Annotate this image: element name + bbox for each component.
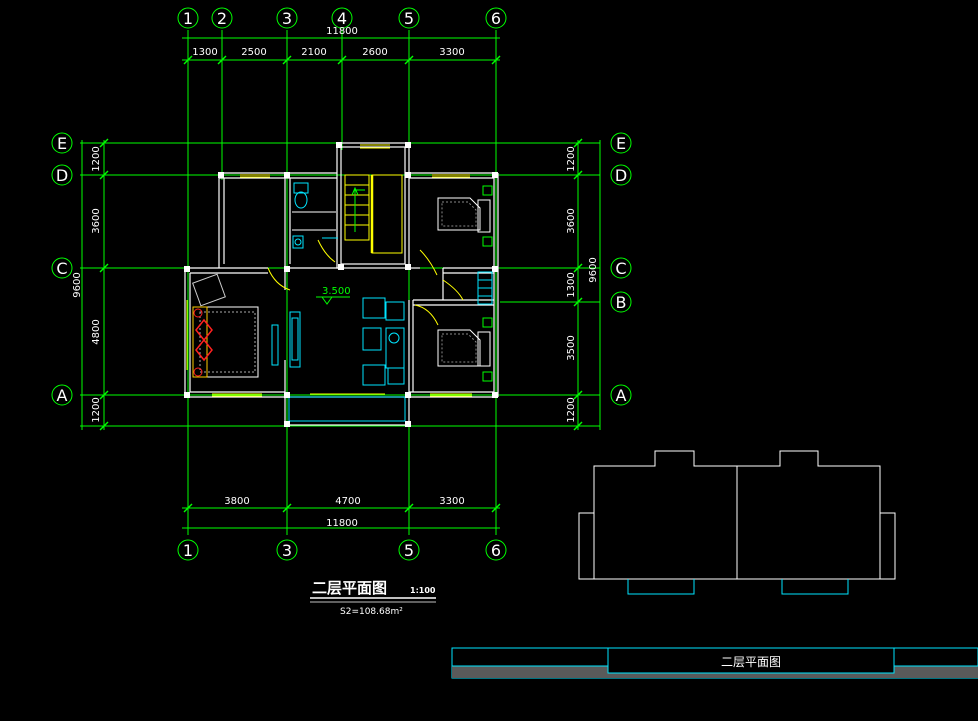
dimensions-right: 9600 1200 3600 1300 3500 1200 (566, 146, 599, 422)
axis-label: D (56, 166, 68, 185)
dim-segment: 1200 (91, 397, 102, 422)
axis-label: C (615, 259, 626, 278)
titlebar-label: 二层平面图 (721, 655, 781, 669)
dim-segment: 1200 (91, 146, 102, 171)
titlebar: 二层平面图 (451, 647, 978, 679)
master-bedroom-furniture (192, 273, 279, 378)
dimensions-left: 9600 1200 3600 4800 1200 (72, 146, 102, 422)
axis-bubbles-bottom (177, 539, 507, 561)
living-room-furniture: 3.500 (289, 286, 405, 386)
axis-label: 4 (337, 9, 347, 28)
axis-label: D (615, 166, 627, 185)
axis-bubbles-right (610, 132, 632, 406)
plan-scale: 1:100 (410, 586, 436, 595)
dim-total-right: 9600 (588, 257, 599, 282)
axis-label: 1 (183, 9, 193, 28)
dim-segment: 1300 (192, 47, 217, 58)
axis-label: 3 (282, 541, 292, 560)
axis-label: 2 (217, 9, 227, 28)
dim-segment: 3300 (439, 496, 464, 507)
axis-label: 6 (491, 9, 501, 28)
axis-bubbles-top (177, 7, 507, 29)
dim-segment: 2600 (362, 47, 387, 58)
dim-total-bottom: 11800 (326, 518, 358, 529)
dim-segment: 1200 (566, 146, 577, 171)
plan-title-block: 二层平面图 1:100 S2=108.68m² (310, 579, 436, 617)
dim-segment: 3800 (224, 496, 249, 507)
axis-label: C (56, 259, 67, 278)
axis-label: B (616, 293, 627, 312)
site-outline (578, 450, 896, 595)
axis-label: A (57, 386, 68, 405)
dim-segment: 2100 (301, 47, 326, 58)
dim-segment: 1200 (566, 397, 577, 422)
dim-segment: 4800 (91, 319, 102, 344)
axis-label: A (616, 386, 627, 405)
axis-label: 5 (404, 541, 414, 560)
axis-label: E (616, 134, 626, 153)
bathroom-fixtures (292, 182, 338, 249)
dim-segment: 3600 (566, 208, 577, 233)
grid-lines (80, 30, 601, 535)
dim-total-left: 9600 (72, 272, 83, 297)
plan-area: S2=108.68m² (340, 607, 403, 617)
door-swings (267, 239, 464, 326)
axis-bubbles-left (51, 132, 73, 406)
dimensions-top: 11800 1300 2500 2100 2600 3300 (192, 26, 464, 58)
windows (186, 144, 472, 397)
dim-segment: 1300 (566, 272, 577, 297)
dim-segment: 4700 (335, 496, 360, 507)
axis-label: 1 (183, 541, 193, 560)
axis-label: 5 (404, 9, 414, 28)
axis-label: E (57, 134, 67, 153)
dim-segment: 3500 (566, 335, 577, 360)
dim-segment: 3300 (439, 47, 464, 58)
plan-title: 二层平面图 (312, 579, 387, 597)
dimensions-bottom: 3800 4700 3300 11800 (224, 496, 464, 529)
bedroom-furniture-right (437, 185, 493, 382)
dim-segment: 2500 (241, 47, 266, 58)
axis-label: 3 (282, 9, 292, 28)
elevation-label: 3.500 (322, 286, 351, 297)
walls (184, 142, 499, 427)
dim-total-top: 11800 (326, 26, 358, 37)
axis-label: 6 (491, 541, 501, 560)
dim-segment: 3600 (91, 208, 102, 233)
staircase (344, 174, 403, 254)
